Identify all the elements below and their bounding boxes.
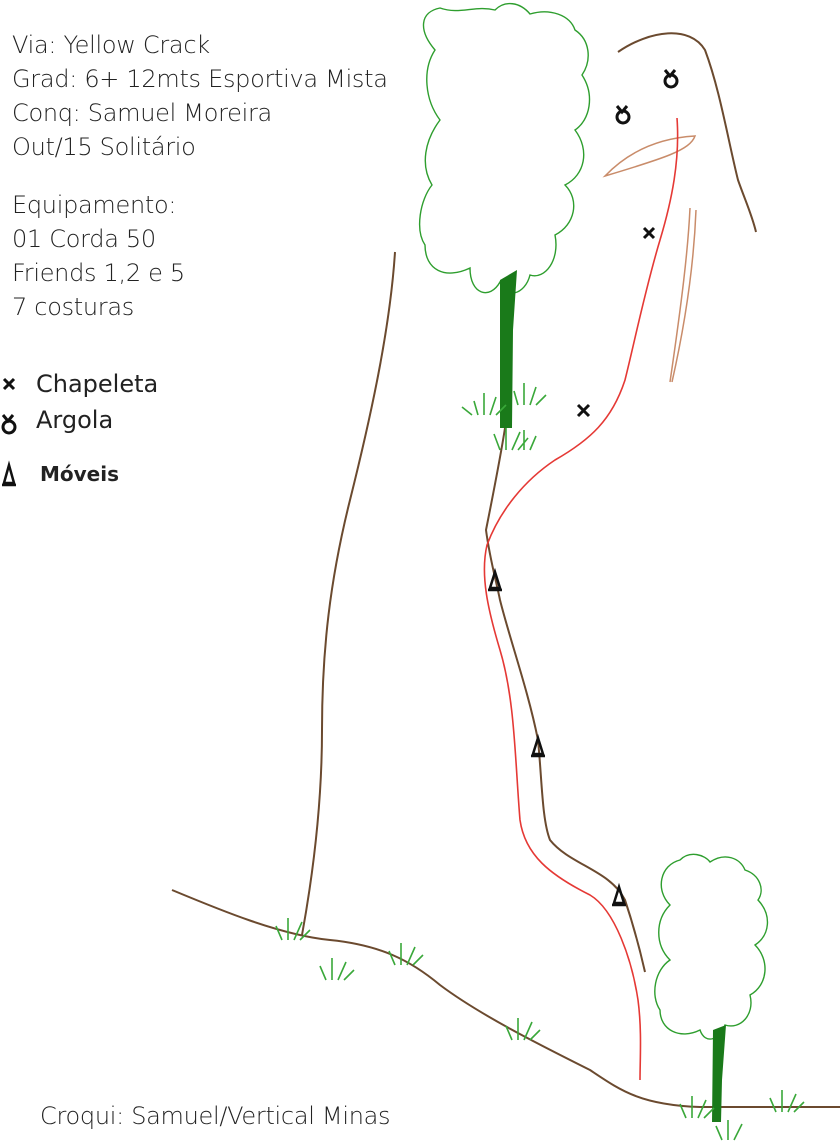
ring-icon (615, 105, 631, 125)
legend-label-ring: Argola (36, 406, 114, 434)
gear-markers (488, 567, 626, 907)
gear-icon (2, 460, 16, 487)
route-first-ascent: Conq: Samuel Moreira (12, 99, 272, 127)
gear-icon (531, 733, 545, 758)
bolt-icon (576, 403, 591, 418)
grass-tuft (715, 1120, 743, 1141)
ring-icon (1, 414, 17, 435)
route-date: Out/15 Solitário (12, 133, 196, 161)
route-name: Via: Yellow Crack (12, 31, 210, 59)
ring-markers (615, 69, 679, 125)
tree-canopy-small (654, 853, 769, 1040)
flake-crack (669, 207, 697, 383)
gear-icon (612, 882, 626, 907)
gear-icon (488, 567, 502, 592)
grass-tuft (493, 428, 537, 451)
legend-label-bolt: Chapeleta (36, 370, 159, 398)
ring-icon (663, 69, 679, 89)
tree-canopy-large (419, 3, 591, 294)
left-wall-line (301, 251, 396, 936)
ground-line (171, 889, 840, 1108)
bolt-icon (2, 377, 16, 391)
route-grade: Grad: 6+ 12mts Esportiva Mista (12, 65, 388, 93)
grass-tuft (769, 1090, 805, 1113)
route-line (483, 117, 679, 1081)
legend-label-gear: Móveis (40, 462, 120, 486)
grass-tuft (388, 943, 424, 966)
grass-tuft (679, 1096, 715, 1119)
credit: Croqui: Samuel/Vertical Minas (40, 1102, 391, 1130)
equipment-item: 01 Corda 50 (12, 225, 156, 253)
grass-tuft (505, 1018, 541, 1041)
equipment-item: Friends 1,2 e 5 (12, 259, 185, 287)
route-info: Via: Yellow Crack Grad: 6+ 12mts Esporti… (12, 28, 388, 324)
equipment-item: 7 costuras (12, 293, 134, 321)
bolt-icon (642, 226, 656, 240)
grass-tuft (275, 918, 311, 941)
grass-tuft (319, 958, 355, 981)
equipment-heading: Equipamento: (12, 191, 177, 219)
grass-tufts (275, 383, 805, 1141)
rock-outline-top (617, 32, 757, 233)
tree-trunk-small (712, 1025, 726, 1122)
tree-trunk-large (500, 270, 517, 428)
flake-top (602, 135, 697, 178)
grass-tuft (461, 393, 507, 416)
grass-tuft (513, 383, 547, 406)
bolt-markers (576, 226, 656, 418)
